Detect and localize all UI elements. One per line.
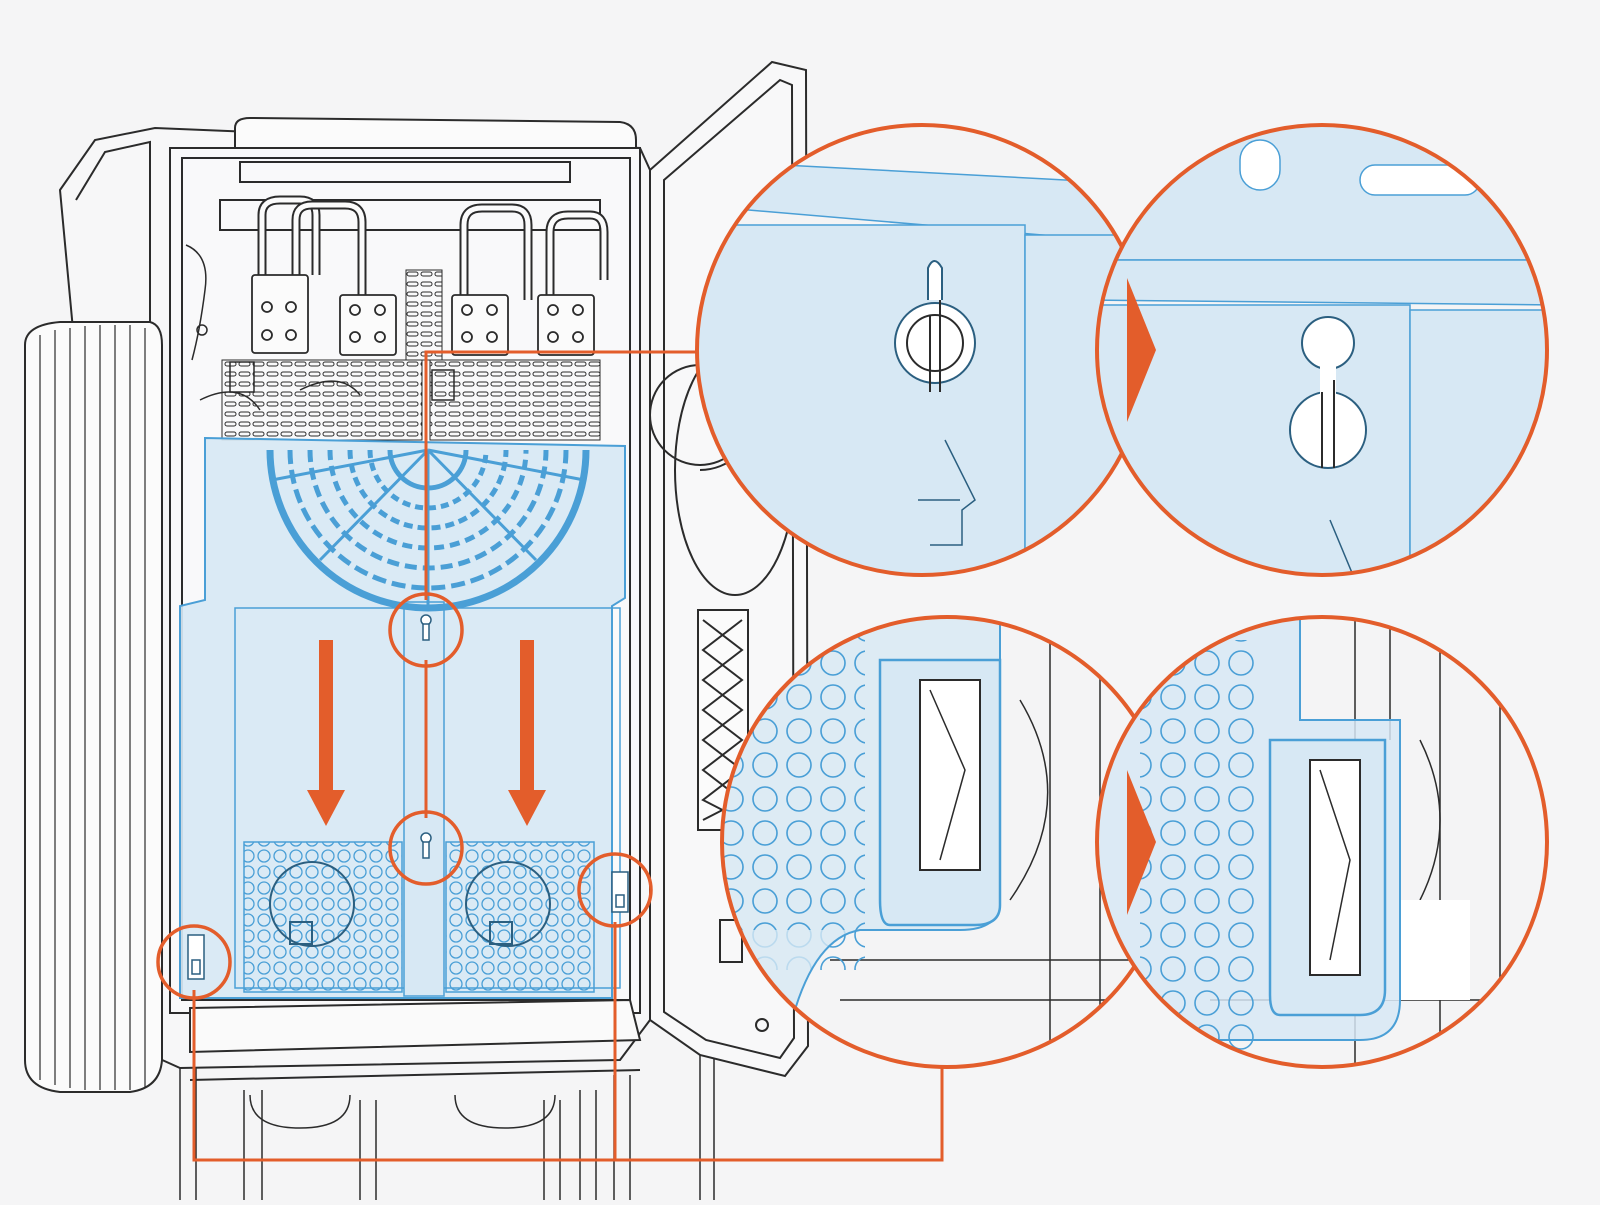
heatsink-vents [221,269,601,441]
detail-clip-after [1095,615,1549,1069]
wiring [185,244,455,411]
keyhole-icon [1301,316,1355,370]
callout-keyhole-lower [388,810,464,886]
perforated-panel-right [445,841,595,993]
callout-clip-left [156,924,232,1000]
arrow-down-left [307,640,345,826]
cover-panel [179,436,629,999]
leader-lines [192,350,944,1162]
stand-legs [179,1050,715,1200]
clip-icon [187,871,629,980]
callout-keyhole-upper [388,592,464,668]
side-ribs [24,321,163,1093]
power-terminals [251,195,609,356]
callout-rings [156,592,653,1000]
perforated-panel-left [243,841,403,993]
arrow-right-top [1127,278,1156,422]
fan-grille [266,448,590,612]
arrow-right-bottom [1127,770,1156,915]
detail-keyhole-after [1095,123,1549,577]
arrow-down-right [508,640,546,826]
callout-clip-right [577,852,653,928]
detail-clip-before [720,615,1174,1069]
keyhole-icon [420,614,432,859]
